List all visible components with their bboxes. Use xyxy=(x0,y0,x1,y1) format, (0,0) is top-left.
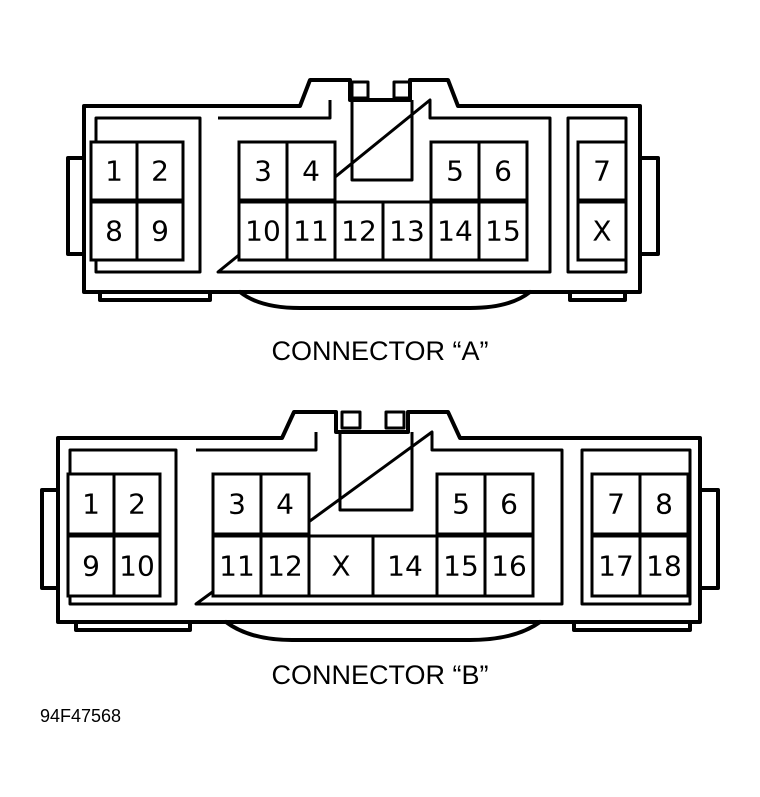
pin-cell: 14 xyxy=(371,534,439,598)
pin-cell-box xyxy=(381,200,433,262)
pin-number: 13 xyxy=(389,215,425,248)
pin-cell: 5 xyxy=(429,140,481,202)
pin-cell: 2 xyxy=(135,140,185,202)
pin-cell-box xyxy=(237,200,289,262)
pin-number: 16 xyxy=(491,550,527,583)
pin-cell-box xyxy=(576,200,628,262)
pin-cell-box xyxy=(576,140,628,202)
pin-cell-box xyxy=(112,472,162,536)
pin-cell: 9 xyxy=(135,200,185,262)
pin-number: 11 xyxy=(219,550,255,583)
pin-cell-box xyxy=(259,472,311,536)
pin-number: 9 xyxy=(151,215,169,248)
pin-number: 8 xyxy=(655,488,673,521)
pin-cell-box xyxy=(237,140,289,202)
pin-number: 11 xyxy=(293,215,329,248)
pin-number: 8 xyxy=(105,215,123,248)
pin-cell: 18 xyxy=(638,534,690,598)
pin-number: 2 xyxy=(151,155,169,188)
pin-cell-box xyxy=(590,534,642,598)
pin-number: 14 xyxy=(437,215,473,248)
pin-number: 10 xyxy=(119,550,155,583)
connector-a-label: CONNECTOR “A” xyxy=(271,336,489,366)
pin-number: 12 xyxy=(341,215,377,248)
pin-cell-box xyxy=(638,472,690,536)
pin-cell: 1 xyxy=(66,472,116,536)
connector-b-label: CONNECTOR “B” xyxy=(271,660,489,690)
pin-number: 15 xyxy=(485,215,521,248)
pin-number: 2 xyxy=(128,488,146,521)
pin-cell-box xyxy=(135,200,185,262)
pin-cell-box xyxy=(285,200,337,262)
pin-number: 1 xyxy=(105,155,123,188)
pin-cell: 13 xyxy=(381,200,433,262)
pin-number: 12 xyxy=(267,550,303,583)
pin-cell-box xyxy=(483,534,535,598)
pin-cell: 5 xyxy=(435,472,487,536)
pin-cell: 4 xyxy=(285,140,337,202)
pin-number: 7 xyxy=(593,155,611,188)
pin-cell-box xyxy=(211,472,263,536)
pin-number: 5 xyxy=(446,155,464,188)
pin-cell: 3 xyxy=(211,472,263,536)
pin-cell: 7 xyxy=(576,140,628,202)
pin-cell: 17 xyxy=(590,534,642,598)
pin-cell: 11 xyxy=(285,200,337,262)
pin-cell: 15 xyxy=(477,200,529,262)
pin-number: 3 xyxy=(228,488,246,521)
pin-cell-box xyxy=(66,534,116,598)
pin-cell: 15 xyxy=(435,534,487,598)
pin-number: 1 xyxy=(82,488,100,521)
pin-number: X xyxy=(592,215,611,248)
pin-cell-box xyxy=(285,140,337,202)
pin-cell: 1 xyxy=(89,140,139,202)
pin-cell: 10 xyxy=(237,200,289,262)
pin-number: 6 xyxy=(494,155,512,188)
pin-number: X xyxy=(331,550,350,583)
pin-cell: 12 xyxy=(333,200,385,262)
connector-a-housing xyxy=(66,78,660,310)
pin-cell: 3 xyxy=(237,140,289,202)
pin-cell: 9 xyxy=(66,534,116,598)
pin-cell: 8 xyxy=(89,200,139,262)
pin-cell-box xyxy=(89,140,139,202)
pin-number: 15 xyxy=(443,550,479,583)
pin-cell: 4 xyxy=(259,472,311,536)
figure-code: 94F47568 xyxy=(40,706,122,726)
pin-cell: 14 xyxy=(429,200,481,262)
pin-number: 5 xyxy=(452,488,470,521)
pin-cell: 6 xyxy=(483,472,535,536)
pin-cell: 8 xyxy=(638,472,690,536)
pin-cell-box xyxy=(477,140,529,202)
pin-number: 6 xyxy=(500,488,518,521)
pin-cell: 2 xyxy=(112,472,162,536)
pin-number: 9 xyxy=(82,550,100,583)
pin-cell-box xyxy=(638,534,690,598)
pin-cell-box xyxy=(477,200,529,262)
pin-number: 17 xyxy=(598,550,634,583)
pin-cell: 16 xyxy=(483,534,535,598)
pin-cell-box xyxy=(483,472,535,536)
pin-number: 3 xyxy=(254,155,272,188)
pin-cell: 11 xyxy=(211,534,263,598)
pin-cell: 12 xyxy=(259,534,311,598)
connector-b-housing xyxy=(40,410,720,642)
pin-cell-box xyxy=(590,472,642,536)
pin-number: 10 xyxy=(245,215,281,248)
pin-number: 14 xyxy=(387,550,423,583)
pin-number: 4 xyxy=(302,155,320,188)
pin-cell: X xyxy=(576,200,628,262)
pin-cell: 7 xyxy=(590,472,642,536)
pin-cell: 6 xyxy=(477,140,529,202)
pin-cell: X xyxy=(307,534,375,598)
pin-cell: 10 xyxy=(112,534,162,598)
pin-number: 4 xyxy=(276,488,294,521)
pin-number: 18 xyxy=(646,550,682,583)
pin-cell-box xyxy=(135,140,185,202)
pin-cell-box xyxy=(435,472,487,536)
pin-cell-box xyxy=(112,534,162,598)
pin-number: 7 xyxy=(607,488,625,521)
